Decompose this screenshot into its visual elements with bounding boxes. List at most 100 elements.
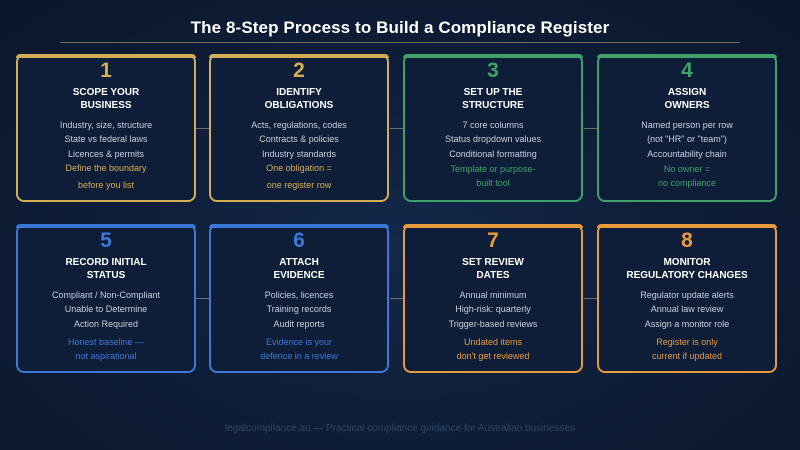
step-item: Named person per row bbox=[641, 120, 733, 130]
step-heading-line: ASSIGN bbox=[667, 87, 707, 98]
step-number: 1 bbox=[100, 59, 112, 82]
step-items: Acts, regulations, codes Contracts & pol… bbox=[211, 118, 387, 161]
step-item: 7 core columns bbox=[462, 120, 524, 130]
step-item: Industry, size, structure bbox=[59, 120, 153, 130]
step-note: One obligation = one register row bbox=[211, 160, 387, 194]
step-item: Status dropdown values bbox=[444, 134, 542, 145]
step-heading: ASSIGN OWNERS bbox=[599, 86, 775, 112]
step-item: Annual law review bbox=[650, 304, 724, 315]
step-note-line: Honest baseline — bbox=[67, 337, 145, 347]
step-number: 2 bbox=[293, 59, 305, 82]
step-note: Honest baseline — not aspirational bbox=[18, 335, 194, 364]
step-item: Conditional formatting bbox=[449, 148, 537, 159]
step-heading-line: REGULATORY CHANGES bbox=[626, 270, 748, 281]
step-card-4: 4 ASSIGN OWNERS Named person per row (no… bbox=[597, 54, 777, 202]
step-heading-line: MONITOR bbox=[663, 257, 711, 268]
step-item: Acts, regulations, codes bbox=[251, 120, 347, 130]
step-heading: SET REVIEW DATES bbox=[405, 256, 581, 282]
step-heading-line: RECORD INITIAL bbox=[65, 257, 147, 268]
step-heading-line: IDENTIFY bbox=[276, 87, 322, 98]
step-item: State vs federal laws bbox=[64, 134, 148, 145]
step-note: No owner = no compliance bbox=[599, 162, 775, 191]
step-note-line: current if updated bbox=[651, 351, 723, 362]
step-note-line: no compliance bbox=[657, 178, 717, 189]
step-note: Evidence is your defence in a review bbox=[211, 335, 387, 364]
step-note-line: don't get reviewed bbox=[456, 351, 530, 362]
step-heading-line: BUSINESS bbox=[80, 100, 132, 111]
step-number: 8 bbox=[681, 229, 693, 252]
step-number: 7 bbox=[487, 229, 499, 252]
step-heading: ATTACH EVIDENCE bbox=[211, 256, 387, 282]
step-item: Industry standards bbox=[261, 148, 337, 159]
step-heading-line: EVIDENCE bbox=[273, 270, 325, 281]
title-divider bbox=[60, 42, 740, 43]
step-card-5: 5 RECORD INITIAL STATUS Compliant / Non-… bbox=[16, 224, 196, 373]
step-heading-line: SCOPE YOUR bbox=[72, 87, 140, 98]
step-card-2: 2 IDENTIFY OBLIGATIONS Acts, regulations… bbox=[209, 54, 389, 202]
connector-line bbox=[584, 298, 597, 299]
step-item: Regulator update alerts bbox=[640, 290, 734, 300]
connector-line bbox=[390, 298, 403, 299]
step-card-3: 3 SET UP THE STRUCTURE 7 core columns St… bbox=[403, 54, 583, 202]
step-note: Undated items don't get reviewed bbox=[405, 335, 581, 364]
step-heading-line: SET UP THE bbox=[463, 87, 523, 98]
step-number: 3 bbox=[487, 59, 499, 82]
step-heading-line: DATES bbox=[476, 270, 510, 281]
step-note-line: not aspirational bbox=[75, 351, 137, 362]
connector-line bbox=[584, 128, 597, 129]
step-note-line: one register row bbox=[266, 180, 332, 190]
step-item: Assign a monitor role bbox=[644, 318, 730, 329]
step-heading: IDENTIFY OBLIGATIONS bbox=[211, 86, 387, 112]
footer-credit: legalcompliance.au — Practical complianc… bbox=[224, 423, 576, 434]
step-note-line: Define the boundary bbox=[65, 163, 147, 173]
connector-line bbox=[196, 298, 209, 299]
step-number: 6 bbox=[293, 229, 305, 252]
step-item: (not "HR" or "team") bbox=[647, 134, 727, 145]
step-heading-line: OWNERS bbox=[664, 100, 710, 111]
step-items: Named person per row (not "HR" or "team"… bbox=[599, 118, 775, 161]
step-note: Define the boundary before you list bbox=[18, 160, 194, 194]
step-note-line: No owner = bbox=[663, 164, 711, 174]
step-item: Trigger-based reviews bbox=[448, 318, 538, 329]
step-item: Training records bbox=[266, 304, 332, 315]
step-heading-line: ATTACH bbox=[279, 257, 319, 268]
step-item: High-risk: quarterly bbox=[455, 304, 531, 315]
step-note: Template or purpose- built tool bbox=[405, 162, 581, 191]
step-item: Annual minimum bbox=[459, 290, 527, 300]
connector-line bbox=[196, 128, 209, 129]
step-note-line: Evidence is your bbox=[265, 337, 333, 347]
step-note-line: defence in a review bbox=[260, 351, 338, 362]
step-note-line: before you list bbox=[77, 180, 135, 190]
step-items: Compliant / Non-Compliant Unable to Dete… bbox=[18, 288, 194, 331]
step-item: Licences & permits bbox=[67, 148, 145, 159]
step-items: Policies, licences Training records Audi… bbox=[211, 288, 387, 331]
step-item: Audit reports bbox=[273, 318, 325, 329]
step-item: Policies, licences bbox=[264, 290, 334, 300]
page-title: The 8-Step Process to Build a Compliance… bbox=[190, 18, 610, 37]
step-item: Action Required bbox=[73, 318, 139, 329]
step-heading: SCOPE YOUR BUSINESS bbox=[18, 86, 194, 112]
step-items: Industry, size, structure State vs feder… bbox=[18, 118, 194, 161]
step-note-line: Template or purpose- bbox=[450, 164, 536, 174]
step-note-line: built tool bbox=[476, 178, 510, 189]
step-heading-line: SET REVIEW bbox=[462, 257, 524, 268]
step-note-line: Register is only bbox=[656, 337, 718, 347]
connector-line bbox=[390, 128, 403, 129]
step-items: 7 core columns Status dropdown values Co… bbox=[405, 118, 581, 161]
step-note: Register is only current if updated bbox=[599, 335, 775, 364]
step-items: Annual minimum High-risk: quarterly Trig… bbox=[405, 288, 581, 331]
step-items: Regulator update alerts Annual law revie… bbox=[599, 288, 775, 331]
step-heading-line: OBLIGATIONS bbox=[264, 100, 334, 111]
step-item: Contracts & policies bbox=[259, 134, 339, 145]
step-item: Unable to Determine bbox=[64, 304, 148, 315]
step-note-line: Undated items bbox=[463, 337, 523, 347]
step-heading-line: STATUS bbox=[86, 270, 126, 281]
step-heading: MONITOR REGULATORY CHANGES bbox=[599, 256, 775, 282]
step-card-6: 6 ATTACH EVIDENCE Policies, licences Tra… bbox=[209, 224, 389, 373]
step-number: 5 bbox=[100, 229, 112, 252]
step-item: Accountability chain bbox=[647, 148, 727, 159]
step-heading: RECORD INITIAL STATUS bbox=[18, 256, 194, 282]
step-number: 4 bbox=[681, 59, 693, 82]
step-card-8: 8 MONITOR REGULATORY CHANGES Regulator u… bbox=[597, 224, 777, 373]
step-heading-line: STRUCTURE bbox=[462, 100, 524, 111]
